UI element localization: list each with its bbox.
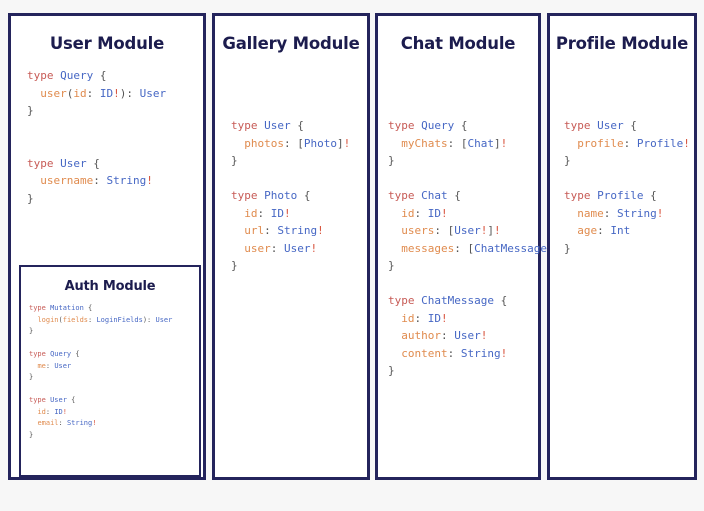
- panel-title-profile-module: Profile Module: [555, 34, 689, 53]
- panel-gallery-module: Gallery Module type User { photos: [Phot…: [212, 13, 370, 480]
- schema-code-chat-module: type Query { myChats: [Chat]! } type Cha…: [388, 119, 560, 377]
- panel-chat-module: Chat Module type Query { myChats: [Chat]…: [375, 13, 560, 480]
- panel-title-chat-module: Chat Module: [400, 34, 516, 53]
- schema-code-auth-module: type Mutation { login(fields: LoginField…: [29, 304, 173, 439]
- schema-code-user-module: type Query { user(id: ID!): User } type …: [27, 69, 167, 205]
- schema-code-gallery-module: type User { photos: [Photo]! } type Phot…: [231, 119, 351, 272]
- panel-title-user-module: User Module: [49, 34, 165, 53]
- schema-code-profile-module: type User { profile: Profile! } type Pro…: [564, 119, 690, 255]
- panel-title-auth-module: Auth Module: [64, 279, 156, 294]
- panel-profile-module: Profile Module type User { profile: Prof…: [547, 13, 697, 480]
- panel-user-module: User Module type Query { user(id: ID!): …: [8, 13, 206, 480]
- panel-auth-module: Auth Module type Mutation { login(fields…: [19, 265, 201, 477]
- panel-title-gallery-module: Gallery Module: [222, 34, 360, 53]
